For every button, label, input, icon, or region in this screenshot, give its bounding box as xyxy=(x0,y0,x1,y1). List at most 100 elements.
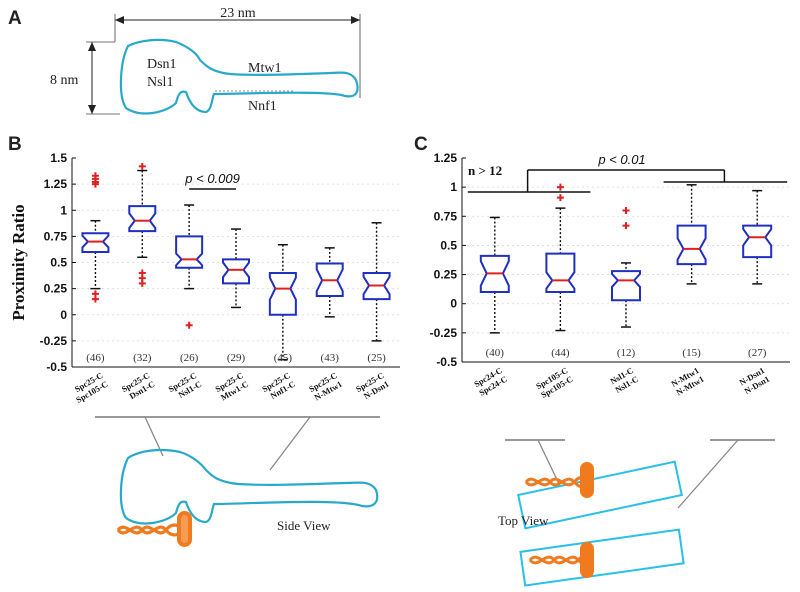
sample-count: (29) xyxy=(227,352,246,364)
sample-count: (25) xyxy=(367,352,386,364)
box xyxy=(611,270,641,302)
outlier-marker xyxy=(622,222,630,230)
width-arrowhead-right xyxy=(351,16,360,24)
panel-b-label: B xyxy=(8,134,22,155)
p-value-label: p < 0.009 xyxy=(184,171,240,186)
height-arrowhead-top xyxy=(88,42,96,51)
sample-count: (46) xyxy=(86,352,105,364)
top-view-label: Top View xyxy=(498,513,549,528)
width-arrowhead-left xyxy=(115,16,124,24)
box xyxy=(128,205,157,233)
coil-strand-2 xyxy=(116,525,179,537)
y-tick-label: 0.5 xyxy=(50,256,67,270)
box xyxy=(742,224,773,259)
height-label: 8 nm xyxy=(50,73,79,88)
sample-count: (12) xyxy=(617,347,636,359)
y-tick-label: 0 xyxy=(450,297,457,311)
sample-count: (26) xyxy=(180,352,199,364)
x-tick-label: Spc25-CN-Dsn1 xyxy=(354,370,391,403)
sample-count: (44) xyxy=(551,347,570,359)
width-label: 23 nm xyxy=(220,6,256,21)
mtw1-label: Mtw1 xyxy=(248,61,281,76)
height-arrowhead-bottom xyxy=(88,105,96,114)
box xyxy=(545,252,576,294)
box xyxy=(268,271,297,316)
panel-c-grouping xyxy=(505,439,775,509)
top-view-coil-1 xyxy=(524,462,594,498)
top-view-2 xyxy=(519,528,685,587)
y-tick-label: 1.25 xyxy=(434,151,458,165)
p-value-label: p < 0.01 xyxy=(597,152,645,167)
n-label: n > 12 xyxy=(468,163,502,178)
y-tick-label: -0.5 xyxy=(46,360,67,374)
y-tick-label: 0.5 xyxy=(440,238,457,252)
outlier-marker xyxy=(91,180,99,188)
outlier-marker xyxy=(138,279,146,287)
x-tick-label: N-Dsn1N-Dsn1 xyxy=(737,365,771,396)
x-tick-label: Spc25-CMtw1-C xyxy=(213,370,250,403)
x-tick-label: Spc25-CNnf1-C xyxy=(260,370,297,403)
chart-c: 1.25 1 0.75 0.5 0.25 0 -0.25 -0.5 (40) Spc24-CSpc… xyxy=(430,151,790,400)
x-tick-label: Spc24-CSpc24-C xyxy=(472,365,509,398)
x-tick-label: Spc25-CN-Mtw1 xyxy=(307,370,344,403)
panel-a-dimensions: 23 nm 8 nm xyxy=(50,6,361,115)
connector-right xyxy=(269,416,311,471)
chart-b: 1.51.2510.750.50.250-0.25-0.5(46)Spc25-C… xyxy=(9,151,400,405)
box xyxy=(676,224,707,266)
sample-count: (43) xyxy=(321,352,340,364)
side-view-label: Side View xyxy=(277,518,331,533)
top-view-1 xyxy=(517,460,683,530)
outlier-marker xyxy=(622,206,630,214)
x-tick-label: Spc25-CDsn1-C xyxy=(120,370,157,403)
coil-c1-head xyxy=(580,462,594,498)
top-view-1-box xyxy=(517,460,683,530)
outlier-marker xyxy=(556,194,564,202)
box xyxy=(81,232,110,254)
y-tick-label: 1.25 xyxy=(44,177,68,191)
panel-c-label: C xyxy=(414,134,428,155)
box xyxy=(222,258,250,285)
sample-count: (40) xyxy=(486,347,505,359)
dsn1-label: Dsn1 xyxy=(147,57,177,72)
nsl1-label: Nsl1 xyxy=(147,75,173,90)
y-tick-label: 0 xyxy=(60,308,67,322)
box xyxy=(175,235,204,269)
y-tick-label: 1 xyxy=(450,180,457,194)
y-tick-label: 0.75 xyxy=(434,209,458,223)
sample-count: (15) xyxy=(682,347,701,359)
panel-b-grouping xyxy=(95,416,380,471)
outlier-marker xyxy=(138,162,146,170)
x-tick-label: Spc25-CNsl1-C xyxy=(167,370,204,403)
y-tick-label: 0.25 xyxy=(44,282,68,296)
y-tick-label: 0.25 xyxy=(434,268,458,282)
coil-c2-head xyxy=(580,542,594,578)
side-view-outline xyxy=(119,448,379,525)
top-view-2-box xyxy=(519,528,685,587)
outlier-marker xyxy=(185,321,193,329)
connector-c-right xyxy=(677,439,739,509)
sample-count: (45) xyxy=(274,352,293,364)
sample-count: (27) xyxy=(748,347,767,359)
y-tick-label: -0.25 xyxy=(430,326,458,340)
panel-a-label: A xyxy=(8,8,22,29)
x-tick-label: Spc25-CSpc105-C xyxy=(69,370,109,405)
x-tick-label: Spc105-CSpc105-C xyxy=(534,365,574,400)
y-tick-label: 1.5 xyxy=(50,151,67,165)
significance-bracket xyxy=(467,169,788,193)
x-tick-label: Nsl1-CNsl1-C xyxy=(608,365,640,395)
x-tick-label: N-Mtw1N-Mtw1 xyxy=(669,365,705,397)
y-axis-label: Proximity Ratio xyxy=(9,204,28,320)
complex-outline-a xyxy=(119,38,359,115)
side-view-coil xyxy=(116,511,192,547)
coil-c1-strand-2 xyxy=(524,477,583,488)
outlier-marker xyxy=(556,183,564,191)
coil-head-highlight xyxy=(181,515,188,543)
nnf1-label: Nnf1 xyxy=(248,99,277,114)
y-tick-label: 0.75 xyxy=(44,229,68,243)
y-tick-label: -0.5 xyxy=(436,355,457,369)
outlier-marker xyxy=(91,295,99,303)
y-tick-label: 1 xyxy=(60,203,67,217)
top-view-coil-2 xyxy=(528,542,594,578)
sample-count: (32) xyxy=(133,352,152,364)
